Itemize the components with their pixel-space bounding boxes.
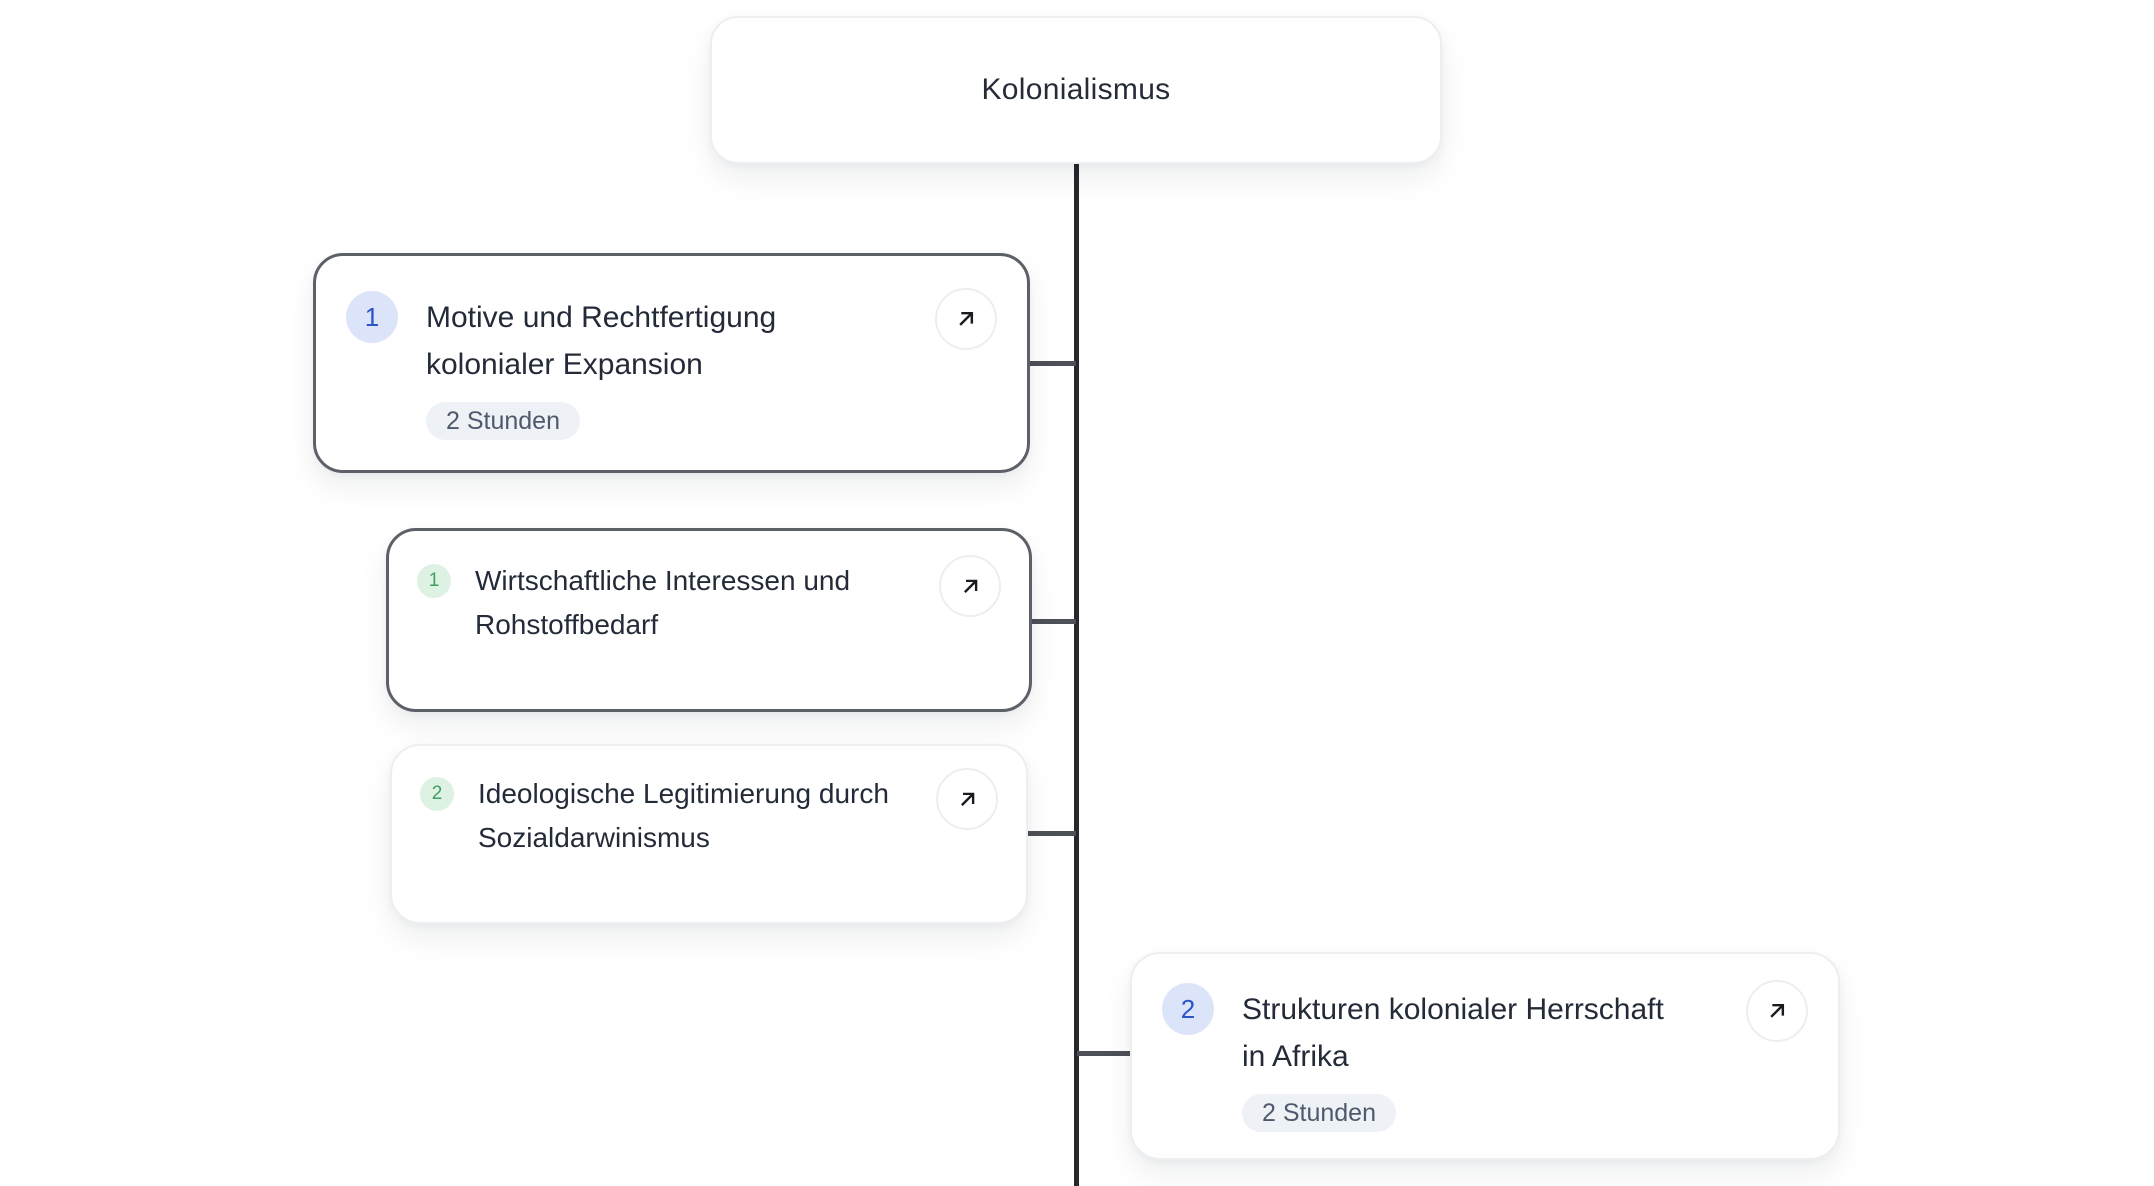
topic-node-wirtschaftliche-interessen[interactable]: 1 Wirtschaftliche Interessen und Rohstof…: [386, 528, 1032, 712]
duration-badge: 2 Stunden: [426, 402, 580, 440]
node-title: Wirtschaftliche Interessen und Rohstoffb…: [475, 565, 851, 640]
open-node-button[interactable]: [936, 768, 998, 830]
connector-line-node-1: [1028, 361, 1076, 366]
node-number-badge: 2: [420, 777, 454, 811]
connector-line-node-2: [1030, 619, 1076, 624]
node-text-column: Wirtschaftliche Interessen und Rohstoffb…: [475, 559, 850, 647]
arrow-up-right-icon: [1770, 1003, 1785, 1018]
root-node-label: Kolonialismus: [981, 73, 1171, 106]
connector-line-node-3: [1026, 831, 1076, 836]
node-title: Strukturen kolonialer Herrschaft in Afri…: [1242, 993, 1664, 1073]
node-number-badge: 2: [1162, 983, 1214, 1035]
topic-node-motive[interactable]: 1 Motive und Rechtfertigung kolonialer E…: [313, 253, 1030, 473]
node-content-row: 1 Wirtschaftliche Interessen und Rohstof…: [417, 555, 1001, 647]
topic-node-ideologische-legitimierung[interactable]: 2 Ideologische Legitimierung durch Sozia…: [390, 744, 1028, 924]
open-node-button[interactable]: [935, 288, 997, 350]
node-content-row: 2 Strukturen kolonialer Herrschaft in Af…: [1162, 980, 1808, 1132]
node-title: Motive und Rechtfertigung kolonialer Exp…: [426, 301, 777, 381]
open-node-button[interactable]: [939, 555, 1001, 617]
tree-trunk-line: [1074, 164, 1079, 1186]
arrow-up-right-icon: [963, 579, 977, 593]
node-content-row: 2 Ideologische Legitimierung durch Sozia…: [420, 768, 998, 860]
arrow-up-right-icon: [959, 311, 974, 326]
topic-node-strukturen-herrschaft[interactable]: 2 Strukturen kolonialer Herrschaft in Af…: [1130, 952, 1840, 1160]
open-node-button[interactable]: [1746, 980, 1808, 1042]
node-title: Ideologische Legitimierung durch Soziald…: [478, 778, 889, 853]
node-content-row: 1 Motive und Rechtfertigung kolonialer E…: [346, 288, 997, 440]
connector-line-node-4: [1077, 1051, 1130, 1056]
duration-badge: 2 Stunden: [1242, 1094, 1396, 1132]
root-node[interactable]: Kolonialismus: [710, 16, 1442, 164]
node-number-badge: 1: [417, 564, 451, 598]
node-text-column: Motive und Rechtfertigung kolonialer Exp…: [426, 294, 776, 440]
node-number-badge: 1: [346, 291, 398, 343]
node-text-column: Ideologische Legitimierung durch Soziald…: [478, 772, 889, 860]
arrow-up-right-icon: [960, 792, 974, 806]
node-text-column: Strukturen kolonialer Herrschaft in Afri…: [1242, 986, 1664, 1132]
